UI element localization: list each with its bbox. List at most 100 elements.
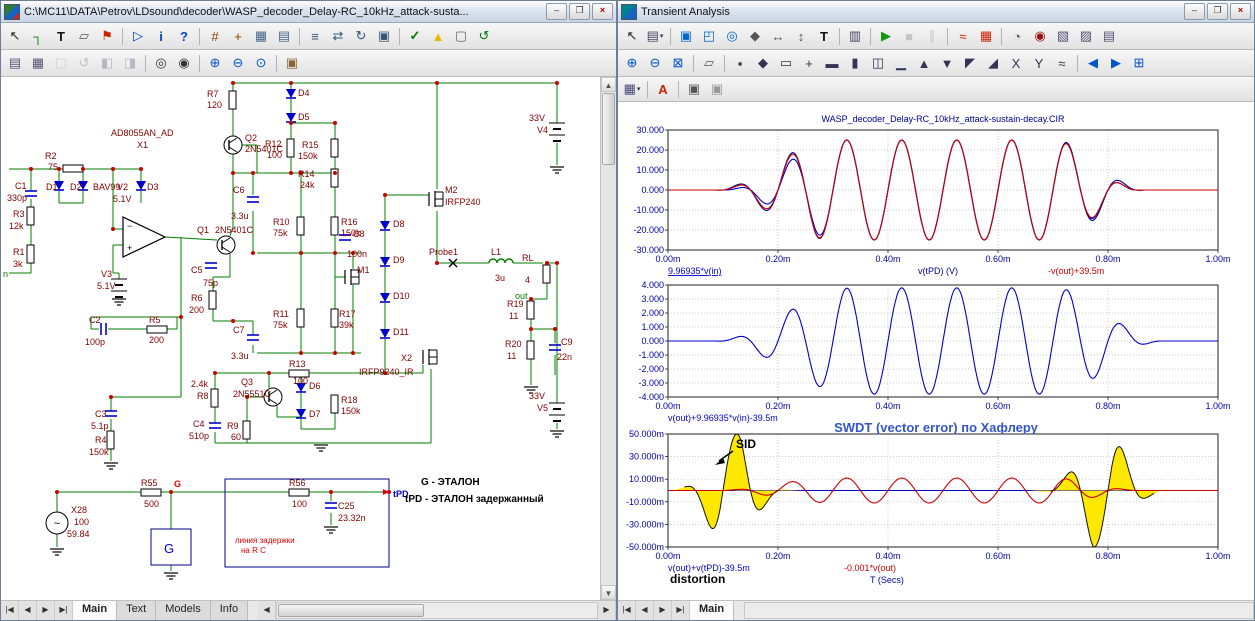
horizontal-scroll-thumb[interactable] [278,604,424,617]
transient-plot-area[interactable]: 30.00020.00010.0000.000-10.000-20.000-30… [618,102,1254,600]
fft-icon[interactable]: ≈ [952,25,974,47]
low-icon[interactable]: ◢ [982,52,1004,74]
tab-main[interactable]: Main [73,601,117,620]
horizontal-tag-icon[interactable]: ↔ [767,25,789,47]
attribute-text-icon[interactable]: ▤ [273,25,295,47]
box-tool-icon[interactable]: ▢ [50,52,72,74]
zoom-area-icon[interactable]: ⊙ [250,52,272,74]
zoom-in-icon[interactable]: ⊕ [204,52,226,74]
vertical-tag-icon[interactable]: ↕ [790,25,812,47]
restore-button[interactable]: ❐ [1207,3,1228,20]
ruler-icon[interactable]: ▭ [775,52,797,74]
grid-pattern-icon[interactable]: ▦▾ [621,78,643,100]
scale-mode-icon[interactable]: ◰ [698,25,720,47]
breakpoint-icon[interactable]: ◉ [1029,25,1051,47]
rotate-icon[interactable]: ↻ [350,25,372,47]
go-to-y-icon[interactable]: Y [1028,52,1050,74]
zoom-out-icon[interactable]: ⊖ [227,52,249,74]
normalize-icon[interactable]: ⊞ [1128,52,1150,74]
watch-icon[interactable]: ◔ [1006,25,1028,47]
copy-graph-icon[interactable]: ▣ [683,78,705,100]
autoscale-icon[interactable]: ⊠ [667,52,689,74]
find-next-icon[interactable]: ◉ [173,52,195,74]
align-icon[interactable]: ≡ [304,25,326,47]
edit-curve-icon[interactable]: ▱ [698,52,720,74]
3d-plot-icon[interactable]: ▧ [1052,25,1074,47]
stop-icon[interactable]: ■ [898,25,920,47]
undo-icon[interactable]: ↺ [73,52,95,74]
flip-x-icon[interactable]: ◧ [96,52,118,74]
new-sheet-icon[interactable]: ▢ [450,25,472,47]
graph-select-icon-dropdown[interactable]: ▾ [660,32,664,40]
schematic-horizontal-scrollbar[interactable]: ◀ ▶ [258,601,616,620]
prev-page-button[interactable]: ◀ [636,601,654,620]
baseline-icon[interactable]: ▁ [890,52,912,74]
schematic-vertical-scrollbar[interactable]: ▲ ▼ [600,77,616,600]
cursor-mode-icon[interactable]: ◎ [721,25,743,47]
grid-text-icon[interactable]: ▦ [250,25,272,47]
tab-info[interactable]: Info [211,601,248,620]
zoom-out-icon[interactable]: ⊖ [644,52,666,74]
high-icon[interactable]: ◤ [959,52,981,74]
run-icon[interactable]: ▶ [875,25,897,47]
peak-icon[interactable]: ▲ [913,52,935,74]
last-page-button[interactable]: ▶| [55,601,73,620]
select-mode-icon[interactable]: ↖ [621,25,643,47]
check-icon[interactable]: ✓ [404,25,426,47]
grid-pattern-icon-dropdown[interactable]: ▾ [637,85,641,93]
draw-mode-icon[interactable]: ▱ [73,25,95,47]
minor-log-icon[interactable]: ◫ [867,52,889,74]
plus-mark-icon[interactable]: + [798,52,820,74]
schematic-canvas[interactable]: −+~R7120D4D5Q22N5401CR12100R15150kR1424k… [1,77,600,600]
close-button[interactable]: × [1230,3,1251,20]
tile-windows-icon[interactable]: ▦ [27,52,49,74]
flip-y-icon[interactable]: ◨ [119,52,141,74]
analysis-horizontal-scrollbar[interactable] [744,601,1254,620]
select-mode-icon[interactable]: ↖ [4,25,26,47]
help-mode-icon[interactable]: ? [173,25,195,47]
data-points-icon[interactable]: ▪ [729,52,751,74]
numeric-output-icon[interactable]: ▦ [975,25,997,47]
warning-icon[interactable]: ▲ [427,25,449,47]
restore-button[interactable]: ❐ [569,3,590,20]
paste-icon[interactable]: ▣ [281,52,303,74]
find-icon[interactable]: ◎ [150,52,172,74]
scroll-left-icon[interactable]: ◀ [258,601,276,620]
measure-icon[interactable]: + [227,25,249,47]
prev-page-button[interactable]: ◀ [19,601,37,620]
pause-icon[interactable]: ∥ [921,25,943,47]
horizontal-scroll-track[interactable] [276,602,598,619]
zoom-window-icon[interactable]: ▣ [675,25,697,47]
node-numbers-icon[interactable]: # [204,25,226,47]
performance-icon[interactable]: ▨ [1075,25,1097,47]
valley-icon[interactable]: ▼ [936,52,958,74]
minimize-button[interactable]: – [1184,3,1205,20]
tab-models[interactable]: Models [156,601,210,620]
scroll-up-icon[interactable]: ▲ [601,77,616,92]
tab-text[interactable]: Text [117,601,156,620]
tokens-icon[interactable]: ◆ [752,52,774,74]
zoom-in-icon[interactable]: ⊕ [621,52,643,74]
info-mode-icon[interactable]: i [150,25,172,47]
point-tag-icon[interactable]: ◆ [744,25,766,47]
schematic-titlebar[interactable]: C:\MC11\DATA\Petrov\LDsound\decoder\WASP… [1,1,616,23]
horizontal-scroll-track[interactable] [744,602,1254,619]
text-mode-icon[interactable]: T [50,25,72,47]
graph-select-icon[interactable]: ▤▾ [644,25,666,47]
mirror-icon[interactable]: ⇄ [327,25,349,47]
horizontal-axis-icon[interactable]: ▬ [821,52,843,74]
component-mode-icon[interactable]: ▷ [127,25,149,47]
flag-mode-icon[interactable]: ⚑ [96,25,118,47]
slider-icon[interactable]: ▤ [1098,25,1120,47]
next-page-button[interactable]: ▶ [37,601,55,620]
tab-main[interactable]: Main [690,601,734,620]
minimize-button[interactable]: – [546,3,567,20]
envelope-icon[interactable]: ≈ [1051,52,1073,74]
first-page-button[interactable]: |◀ [1,601,19,620]
scroll-right-icon[interactable]: ▶ [598,601,616,620]
text-mode-icon[interactable]: T [813,25,835,47]
wire-mode-icon[interactable]: ┐ [27,25,49,47]
first-page-button[interactable]: |◀ [618,601,636,620]
cursor-right-icon[interactable]: ▶ [1105,52,1127,74]
annotate-text-icon[interactable]: A [652,78,674,100]
